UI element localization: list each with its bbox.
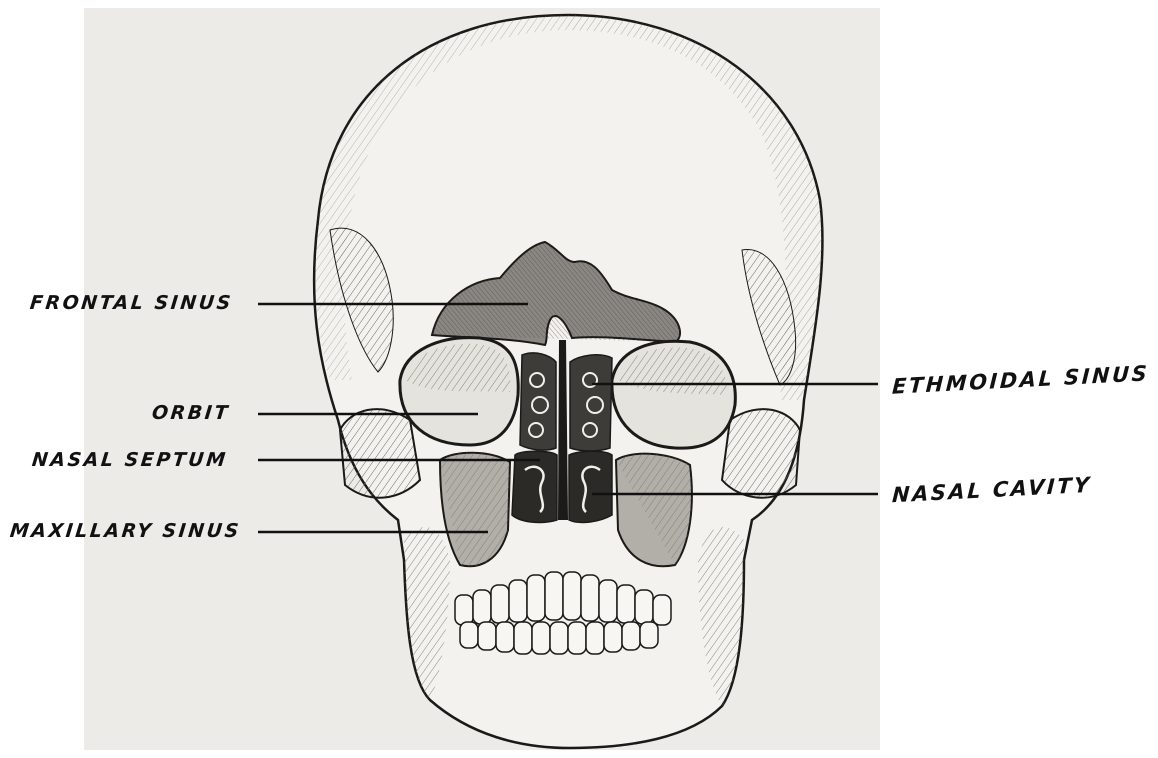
frontal-sinus-label: FRONTAL SINUS [29, 292, 234, 314]
maxillary-sinus-label: MAXILLARY SINUS [9, 520, 242, 542]
nasal-cavity-shape [512, 451, 557, 522]
nasal-septum-label: NASAL SEPTUM [31, 449, 229, 471]
ethmoidal-sinus-shape [520, 353, 556, 450]
orbit-label: ORBIT [151, 402, 231, 424]
